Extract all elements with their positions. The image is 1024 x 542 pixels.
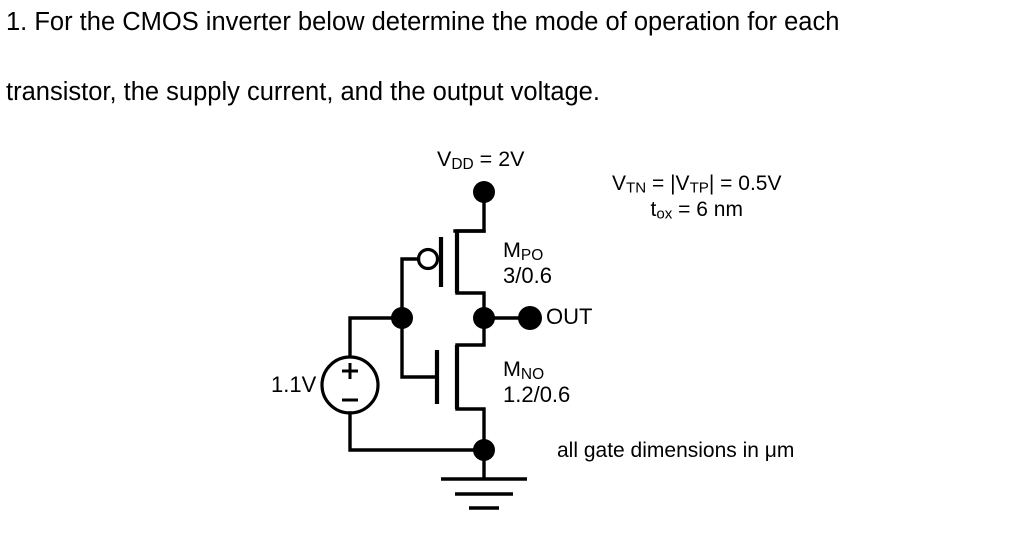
- vtp-equals: = |V: [646, 172, 690, 195]
- nmos-name-prefix: M: [503, 357, 521, 381]
- nmos-transistor-symbol: [400, 316, 486, 452]
- pmos-name-label: MPO: [503, 238, 543, 264]
- output-net: [473, 306, 542, 330]
- tox-value: = 6 nm: [672, 197, 743, 221]
- voltage-source-value-label: 1.1V: [271, 372, 317, 397]
- vtn-subscript: TN: [626, 179, 647, 197]
- vdd-label-prefix: V: [437, 147, 452, 171]
- out-terminal-dot: [518, 306, 542, 330]
- parameter-oxide-thickness: tox = 6 nm: [612, 198, 781, 224]
- out-junction-dot: [473, 307, 495, 329]
- input-wire-to-source: [348, 316, 404, 360]
- vdd-label: VDD = 2V: [437, 147, 525, 173]
- question-line-1: 1. For the CMOS inverter below determine…: [6, 8, 840, 36]
- nmos-source-lead: [455, 407, 486, 452]
- nmos-name-subscript: NO: [520, 365, 545, 383]
- pmos-gate-wire: [400, 257, 421, 320]
- output-label: OUT: [546, 304, 593, 329]
- vdd-net: [453, 181, 495, 233]
- pmos-name-subscript: PO: [520, 246, 544, 264]
- nmos-name-label: MNO: [503, 357, 544, 383]
- vt-value: | = 0.5V: [708, 172, 782, 195]
- input-net: [348, 307, 413, 360]
- source-bottom-wire: [348, 411, 486, 452]
- input-node-dot: [391, 307, 413, 329]
- tox-symbol: t: [650, 197, 657, 221]
- vtn-symbol: V: [612, 172, 627, 195]
- gate-dimensions-note: all gate dimensions in μm: [557, 439, 795, 462]
- nmos-gate-wire: [400, 316, 439, 379]
- voltage-source-symbol: [320, 355, 486, 452]
- ground-net: [441, 439, 527, 510]
- tox-subscript: ox: [656, 205, 673, 223]
- vdd-label-sub: DD: [451, 155, 474, 173]
- vtp-subscript: TP: [689, 179, 709, 197]
- parameter-threshold-voltage: VTN = |VTP| = 0.5V: [612, 172, 782, 197]
- vdd-label-value: = 2V: [473, 147, 525, 171]
- pmos-transistor-symbol: [400, 229, 486, 320]
- pmos-gate-bubble-icon: [416, 247, 440, 271]
- pmos-size-label: 3/0.6: [503, 263, 552, 288]
- question-line-2: transistor, the supply current, and the …: [6, 78, 600, 106]
- device-parameters-label: VTN = |VTP| = 0.5V tox = 6 nm: [612, 172, 781, 223]
- pmos-name-prefix: M: [503, 238, 521, 262]
- nmos-size-label: 1.2/0.6: [503, 382, 571, 407]
- vdd-terminal-dot: [473, 181, 495, 203]
